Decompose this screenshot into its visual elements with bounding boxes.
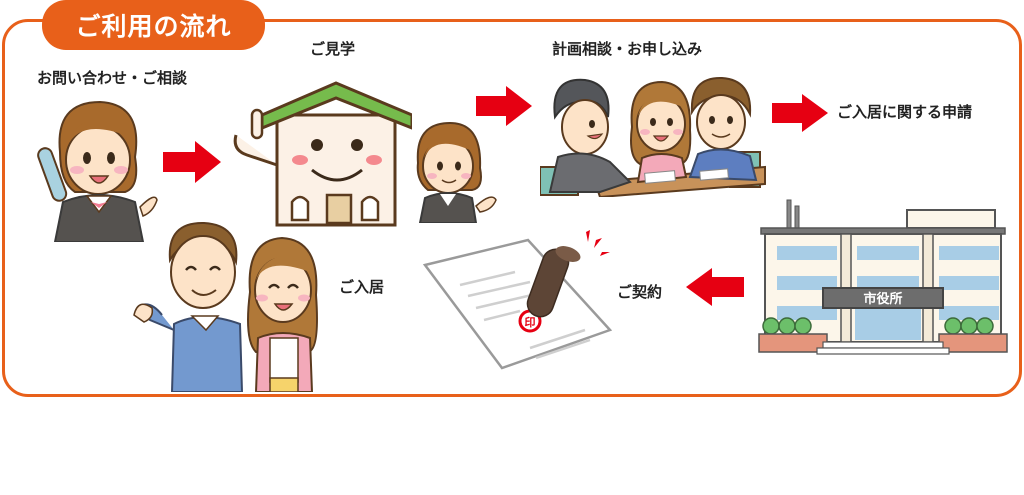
step-label-move-in: ご入居 [339,278,385,296]
page-title: ご利用の流れ [42,0,265,50]
arrow-right-icon [476,86,532,126]
city-hall-icon: 市役所 [758,199,1008,355]
arrow-right-icon [772,94,828,132]
stamp-mark: 印 [525,316,536,329]
happy-couple-icon [133,221,318,392]
guide-woman-icon [416,121,497,223]
step-label-inquiry: お問い合わせ・ご相談 [37,69,188,87]
document-stamp-icon: 印 [422,230,613,370]
title-text: ご利用の流れ [75,12,232,41]
arrow-right-icon [163,141,221,183]
step-label-move-in-application: ご入居に関する申請 [837,103,973,121]
arrow-left-icon [686,268,744,306]
receptionist-icon [37,100,158,242]
house-icon [233,81,412,227]
step-label-application: 計画相談・お申し込み [552,40,703,58]
step-label-tour: ご見学 [310,40,356,58]
step-label-contract: ご契約 [617,283,663,301]
consultation-meeting-icon [540,76,766,197]
city-hall-sign: 市役所 [863,291,902,307]
